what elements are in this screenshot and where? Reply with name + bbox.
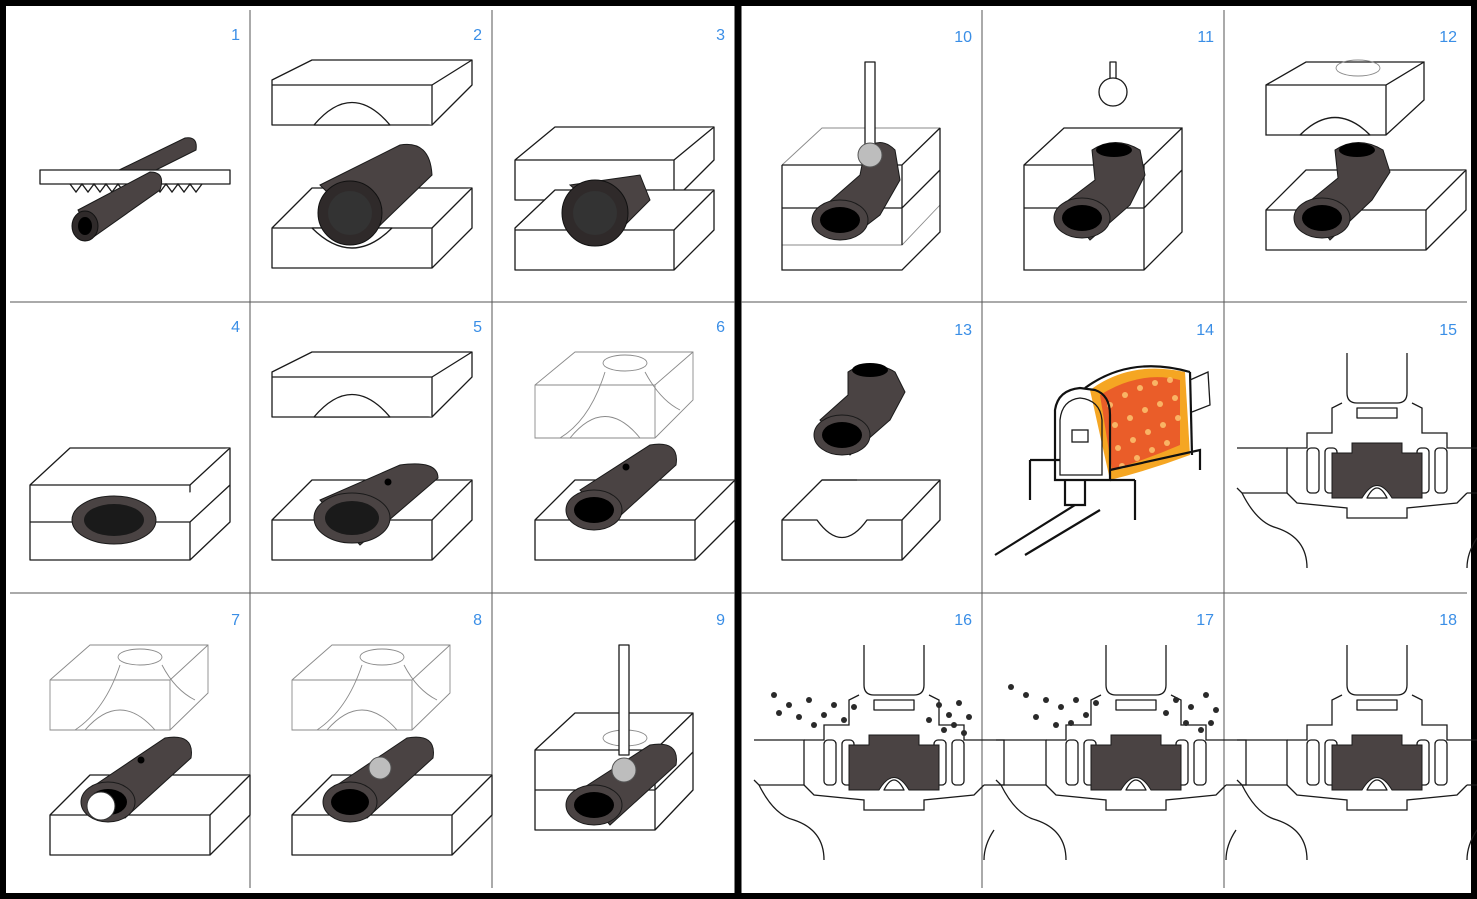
panel-number-14: 14	[1196, 322, 1214, 339]
panel-16-illustration	[753, 644, 1005, 861]
panel-number-1: 1	[231, 27, 240, 44]
panel-8-illustration	[291, 644, 493, 856]
panel-9-illustration	[534, 644, 694, 831]
panel-number-3: 3	[716, 27, 725, 44]
panel-11-illustration	[1023, 61, 1183, 271]
panel-number-7: 7	[231, 612, 240, 629]
grid-lines	[10, 10, 1467, 888]
panel-number-2: 2	[473, 27, 482, 44]
panel-number-6: 6	[716, 319, 725, 336]
panel-number-18: 18	[1439, 612, 1457, 629]
panel-number-17: 17	[1196, 612, 1214, 629]
panel-number-16: 16	[954, 612, 972, 629]
panel-number-5: 5	[473, 319, 482, 336]
panel-number-11: 11	[1197, 29, 1214, 46]
panel-6-illustration	[534, 351, 736, 561]
panel-5-illustration	[271, 351, 473, 561]
panel-number-10: 10	[954, 29, 972, 46]
panel-number-9: 9	[716, 612, 725, 629]
panel-number-4: 4	[231, 319, 240, 336]
panel-12-illustration	[1265, 59, 1467, 251]
panel-3-illustration	[514, 126, 715, 271]
panel-number-13: 13	[954, 322, 972, 339]
panel-1-illustration	[39, 137, 231, 242]
panel-7-illustration	[49, 644, 251, 856]
panel-number-8: 8	[473, 612, 482, 629]
panel-numbers: 1 2 3 4 5 6 7 8 9 10 11 12 13 14 15 16 1…	[231, 27, 1457, 629]
panel-2-illustration	[271, 59, 473, 269]
panel-number-12: 12	[1439, 29, 1457, 46]
panel-15-illustration	[1236, 352, 1477, 569]
panel-13-illustration	[781, 363, 941, 561]
panel-18-illustration	[1236, 644, 1477, 861]
panel-10-illustration	[781, 61, 941, 271]
panel-4-illustration	[29, 447, 231, 561]
panel-14-illustration	[994, 365, 1211, 556]
panel-17-illustration	[995, 644, 1247, 861]
panel-number-15: 15	[1439, 322, 1457, 339]
